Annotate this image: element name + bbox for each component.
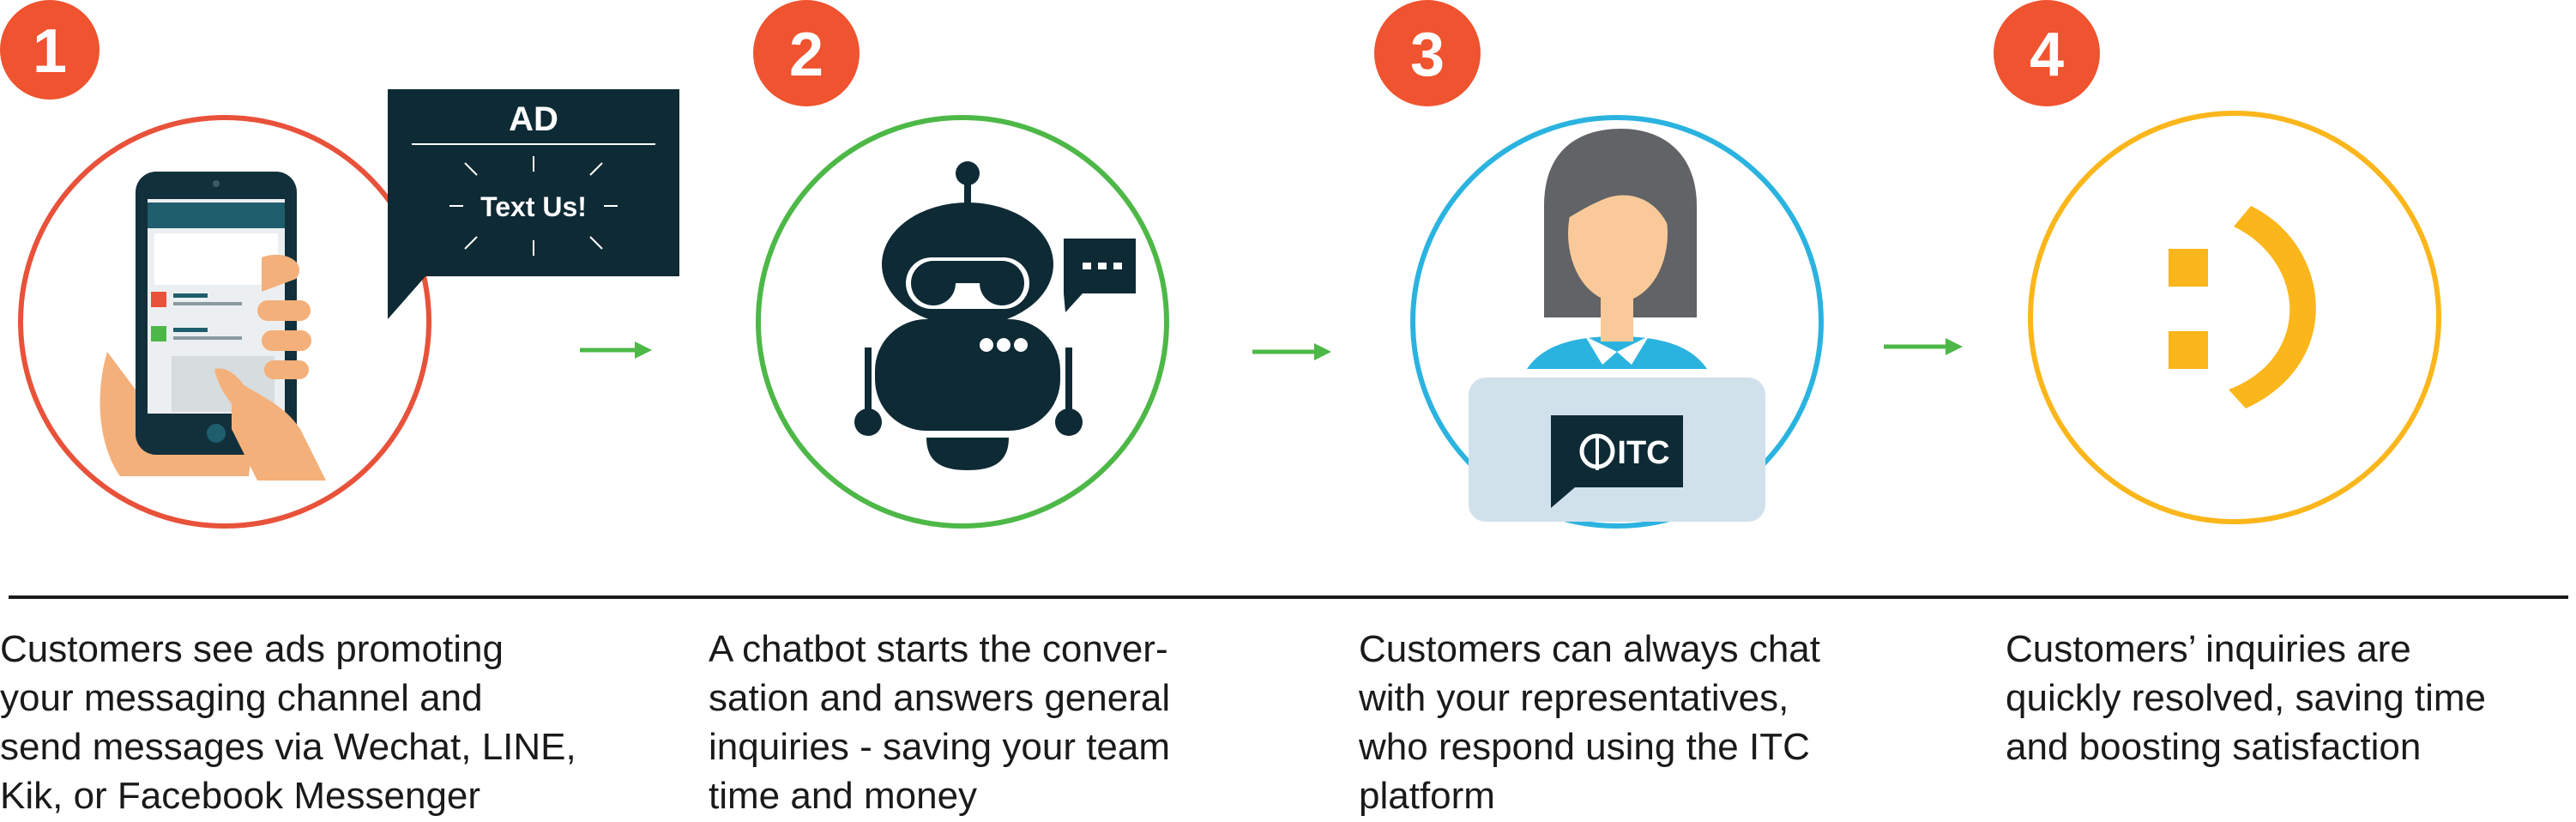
step-3: 3 ITC	[1374, 0, 1824, 529]
phone-ad-icon: AD Text Us!	[18, 89, 679, 529]
step-4: 4	[1994, 0, 2441, 524]
ad-text: Text Us!	[480, 191, 587, 222]
step-2-description: A chatbot starts the conver- sation and …	[709, 628, 1171, 817]
step-1: 1	[0, 0, 679, 529]
step-2: 2	[753, 0, 1169, 529]
arrow-2-to-3	[1252, 343, 1331, 360]
chatbot-icon	[756, 115, 1169, 529]
step-2-number: 2	[789, 21, 823, 89]
step-2-badge: 2	[753, 0, 860, 106]
itc-logo-text: ITC	[1617, 435, 1669, 471]
step-1-badge: 1	[0, 0, 100, 100]
step-3-description: Customers can always chat with your repr…	[1359, 628, 1820, 817]
representative-icon: ITC	[1410, 115, 1824, 529]
chatbot-speech-bubble	[1064, 239, 1136, 312]
step-4-number: 4	[2030, 21, 2064, 89]
ad-bubble: AD Text Us!	[388, 89, 679, 319]
step-4-description: Customers’ inquiries are quickly resolve…	[2006, 628, 2487, 768]
arrow-1-to-2	[580, 341, 652, 359]
step-1-description: Customers see ads promoting your messagi…	[0, 628, 576, 817]
itc-logo: ITC	[1551, 415, 1683, 508]
step-3-badge: 3	[1374, 0, 1481, 106]
step-4-badge: 4	[1994, 0, 2100, 106]
ad-title: AD	[509, 100, 558, 138]
step-3-number: 3	[1410, 21, 1445, 89]
arrow-3-to-4	[1884, 338, 1963, 355]
smiley-icon	[2028, 111, 2441, 524]
step-1-number: 1	[33, 17, 67, 86]
